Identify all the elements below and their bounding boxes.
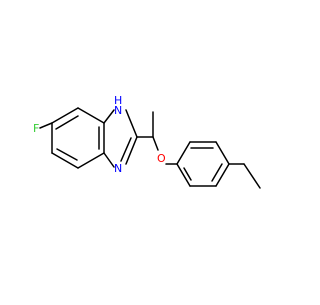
bond [77,152,105,169]
atom-fluorine-label: F [33,122,39,135]
bond-nh-c2 [125,109,138,138]
bond [215,163,230,187]
bond [51,152,79,169]
structure-diagram: F N H N O [33,94,261,189]
bond [176,141,191,165]
bond-double-inner [183,167,192,181]
bonds [39,107,261,189]
atom-labels: F N H N O [33,94,166,175]
bond-double-inner [211,163,223,182]
bond [77,107,105,124]
bond-c-nh [103,109,115,124]
atom-nh-label: N [114,104,122,117]
bond-c-o [152,136,159,151]
atom-oxygen-label: O [157,152,166,165]
molecule-canvas: F N H N O [33,94,261,189]
bond-c-f [39,122,53,129]
bond-double-inner [56,148,78,161]
bond [243,163,261,189]
bond-n-c [103,152,115,168]
bond-c2-n [125,136,138,165]
bond-double-inner [120,137,132,162]
bond [176,163,191,187]
bond [51,107,79,124]
bond [215,141,230,165]
atom-h-label: H [114,94,122,107]
bond-double-inner [55,115,79,130]
atom-n-label: N [114,162,122,175]
